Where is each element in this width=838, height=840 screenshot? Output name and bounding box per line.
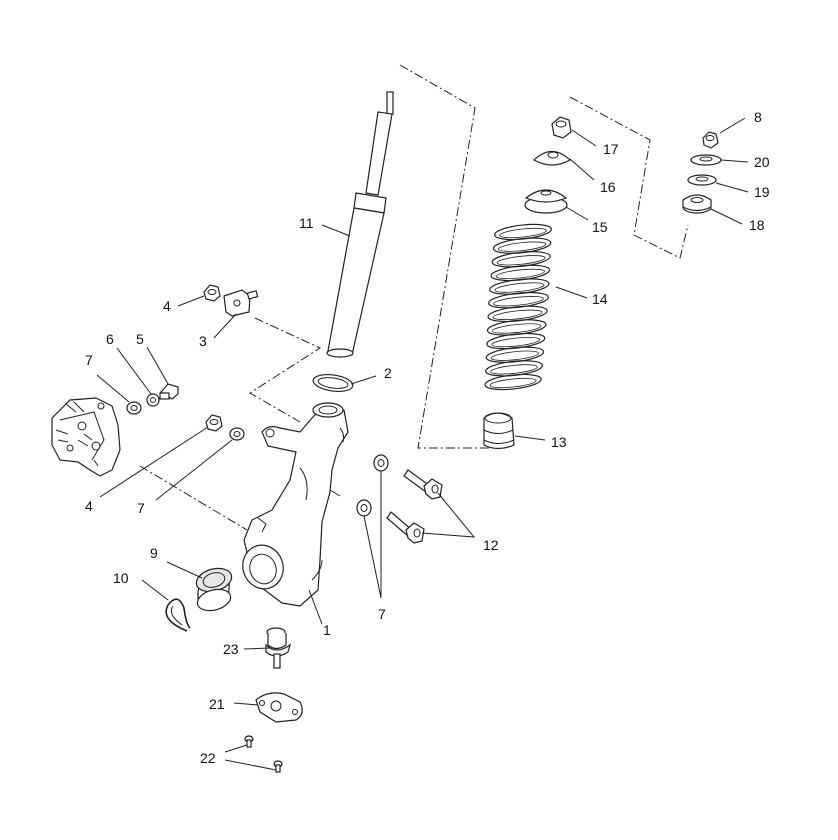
spacer-6 — [146, 393, 160, 407]
shock-absorber — [326, 91, 394, 358]
callout-6: 6 — [106, 331, 114, 347]
steering-knuckle — [242, 402, 349, 607]
caliper-bolt — [159, 383, 179, 400]
callout-1: 1 — [323, 622, 331, 638]
callout-18: 18 — [749, 217, 765, 233]
callout-14: 14 — [592, 291, 608, 307]
callout-23: 23 — [223, 641, 239, 657]
washer-bolt-a — [373, 454, 389, 472]
top-nut — [551, 116, 572, 139]
washer-lower — [229, 427, 245, 441]
mount-bushing — [682, 194, 712, 214]
callout-16: 16 — [600, 179, 616, 195]
callout-17: 17 — [603, 141, 619, 157]
callout-10: 10 — [113, 570, 129, 586]
assembly-line-knuckle-bracket — [249, 317, 322, 423]
ball-joint — [265, 627, 292, 669]
callout-13: 13 — [551, 434, 567, 450]
mount-spacer — [687, 174, 717, 186]
callout-4-upper: 4 — [163, 298, 171, 314]
washer-caliper — [126, 401, 142, 415]
callout-15: 15 — [592, 219, 608, 235]
callout-7-bolts: 7 — [378, 606, 386, 622]
callout-20: 20 — [754, 154, 770, 170]
mount-washer — [690, 154, 722, 166]
callout-22: 22 — [200, 750, 216, 766]
assembly-line-caliper — [139, 465, 248, 531]
circlip — [165, 598, 191, 632]
screw-lower — [273, 760, 283, 773]
callout-3: 3 — [199, 333, 207, 349]
brake-caliper — [51, 397, 121, 477]
wheel-bearing — [195, 567, 233, 612]
callout-7-lower: 7 — [137, 500, 145, 516]
spring-seat — [524, 189, 568, 214]
callout-9: 9 — [150, 545, 158, 561]
washer-bolt-b — [356, 499, 372, 517]
callout-4-lower: 4 — [85, 498, 93, 514]
seal-ring — [312, 374, 354, 392]
callout-2: 2 — [384, 365, 392, 381]
callout-21: 21 — [209, 696, 225, 712]
callout-11: 11 — [299, 215, 314, 231]
nut-upper — [203, 284, 221, 302]
callout-8: 8 — [754, 109, 762, 125]
mount-nut — [702, 131, 719, 149]
coil-spring — [484, 223, 552, 391]
screw-upper — [244, 735, 254, 748]
callout-7-caliper: 7 — [85, 352, 93, 368]
circlip-inner — [170, 605, 183, 626]
bump-stop — [483, 412, 515, 450]
bolt-upper — [403, 469, 443, 500]
ball-joint-plate — [255, 692, 303, 723]
hose-bracket — [223, 289, 259, 317]
upper-spring-cup — [532, 150, 572, 166]
callout-19: 19 — [754, 184, 770, 200]
leader-lines — [96, 117, 749, 771]
callout-5: 5 — [136, 331, 144, 347]
nut-lower — [205, 414, 223, 432]
assembly-line-strut — [399, 64, 494, 449]
assembly-line-top-mount — [569, 96, 689, 259]
bolt-lower — [386, 511, 425, 544]
callout-12: 12 — [483, 537, 499, 553]
